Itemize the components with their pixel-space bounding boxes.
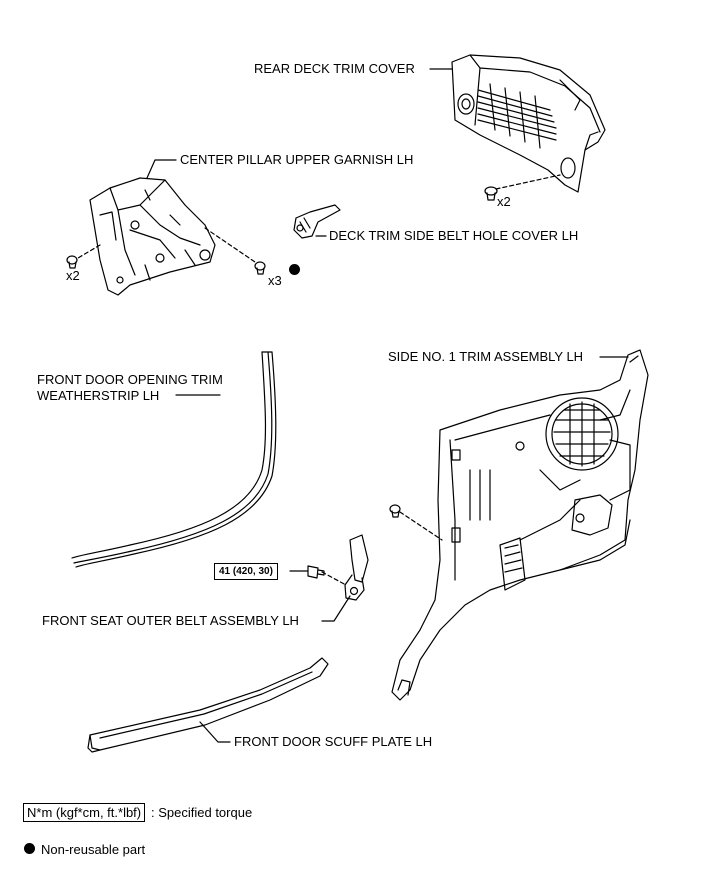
garnish-clip-qty: x2 <box>66 268 80 283</box>
center-pillar-upper-garnish-label: CENTER PILLAR UPPER GARNISH LH <box>180 152 414 167</box>
front-door-scuff-plate-label: FRONT DOOR SCUFF PLATE LH <box>234 734 433 749</box>
weatherstrip-label-line1: FRONT DOOR OPENING TRIM <box>37 372 223 387</box>
legend-torque-units: N*m (kgf*cm, ft.*lbf) <box>23 803 146 822</box>
rear-deck-clip <box>484 186 498 201</box>
legend-non-reusable-text: Non-reusable part <box>41 842 146 857</box>
side-trim-assembly-part <box>391 349 649 701</box>
garnish-screw-qty: x3 <box>268 273 282 288</box>
side-trim-clip <box>389 504 401 518</box>
deck-trim-side-belt-hole-cover-label: DECK TRIM SIDE BELT HOLE COVER LH <box>329 228 579 243</box>
garnish-screw <box>254 261 266 275</box>
weatherstrip-part <box>71 351 277 568</box>
rear-deck-clip-qty: x2 <box>497 194 511 209</box>
front-door-scuff-plate-part <box>87 657 329 753</box>
belt-bolt <box>307 565 325 579</box>
side-trim-assembly-label: SIDE NO. 1 TRIM ASSEMBLY LH <box>388 349 584 364</box>
legend-non-reusable-dot <box>24 843 35 854</box>
deck-trim-side-belt-hole-cover-part <box>293 204 341 239</box>
front-seat-outer-belt-part <box>344 534 369 601</box>
center-pillar-upper-garnish-part <box>89 177 216 296</box>
rear-deck-trim-cover-part <box>451 54 606 193</box>
legend-torque-text: : Specified torque <box>151 805 253 820</box>
front-seat-outer-belt-label: FRONT SEAT OUTER BELT ASSEMBLY LH <box>42 613 299 628</box>
non-reusable-marker <box>289 264 300 275</box>
torque-spec-box: 41 (420, 30) <box>214 563 278 580</box>
garnish-clip-left <box>66 255 78 269</box>
weatherstrip-label-line2: WEATHERSTRIP LH <box>37 388 160 403</box>
rear-deck-trim-cover-label: REAR DECK TRIM COVER <box>254 61 415 76</box>
